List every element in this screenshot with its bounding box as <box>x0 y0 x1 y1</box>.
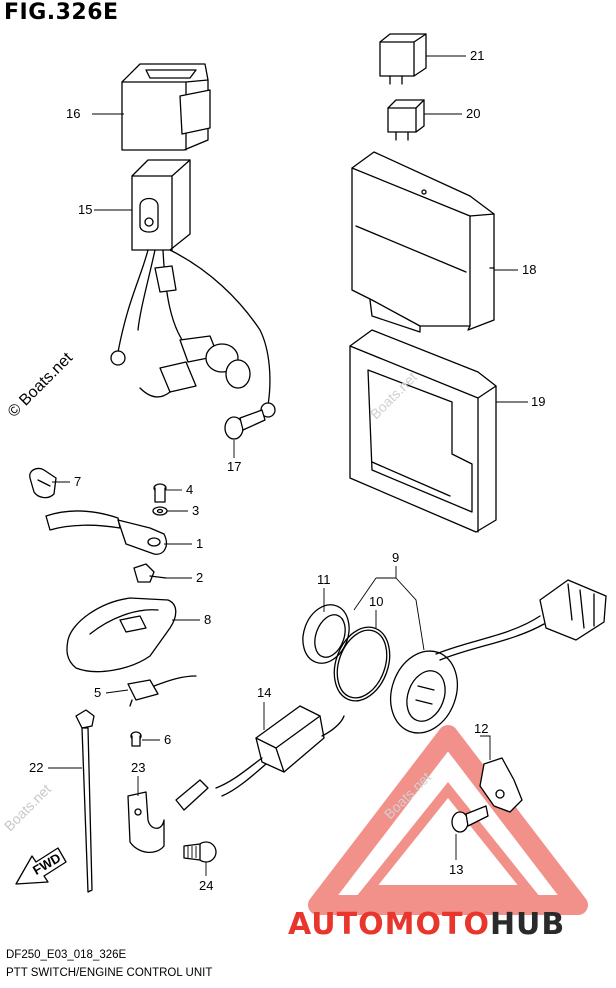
part-7-clip <box>29 467 57 499</box>
part-11-ring <box>302 604 350 664</box>
part-9-trim-switch <box>390 579 607 734</box>
callout-9: 9 <box>392 550 399 565</box>
callout-21: 21 <box>470 48 484 63</box>
part-21-relay <box>379 33 427 85</box>
part-2-screw <box>133 563 167 583</box>
part-16-cover <box>121 63 211 151</box>
watermark-faint-left: Boats.net <box>1 781 54 834</box>
fwd-arrow-icon: FWD <box>15 847 67 885</box>
callout-1: 1 <box>196 536 203 551</box>
callout-8: 8 <box>204 612 211 627</box>
callout-23: 23 <box>131 760 145 775</box>
part-8-panel <box>66 597 177 673</box>
part-23-clamp <box>127 791 165 853</box>
callout-19: 19 <box>531 394 545 409</box>
logo-text-dark: HUB <box>490 907 565 942</box>
part-22-cable-tie <box>75 709 95 893</box>
figure-title: FIG.326E <box>4 0 119 25</box>
watermark-main: © Boats.net <box>5 349 77 421</box>
callout-10: 10 <box>369 594 383 609</box>
callout-20: 20 <box>466 106 480 121</box>
part-4-screw <box>153 483 167 503</box>
part-1-ptt-switch <box>45 510 168 555</box>
callout-13: 13 <box>449 862 463 877</box>
callout-6: 6 <box>164 732 171 747</box>
callout-12: 12 <box>474 721 488 736</box>
watermark-triangle <box>308 725 588 915</box>
callout-24: 24 <box>199 878 213 893</box>
part-24-bolt <box>183 841 217 863</box>
callout-15: 15 <box>78 202 92 217</box>
callout-3: 3 <box>192 503 199 518</box>
logo-text-red: AUTOMOTO <box>288 907 490 942</box>
part-17-bolt <box>224 409 266 440</box>
callout-5: 5 <box>94 685 101 700</box>
part-18-ecu <box>351 151 495 333</box>
svg-text:AUTOMOTOHUB: AUTOMOTOHUB <box>288 907 565 942</box>
part-14-harness <box>175 705 345 811</box>
model-code: DF250_E03_018_326E <box>6 949 127 961</box>
part-15-harness <box>110 159 276 418</box>
callout-7: 7 <box>74 474 81 489</box>
callout-2: 2 <box>196 570 203 585</box>
part-13-screw <box>451 805 489 833</box>
leader-lines <box>48 55 528 876</box>
callout-4: 4 <box>186 482 193 497</box>
callout-11: 11 <box>317 572 331 587</box>
figure-caption: PTT SWITCH/ENGINE CONTROL UNIT <box>6 967 213 979</box>
part-20-relay <box>387 99 425 141</box>
part-3-washer <box>152 506 168 516</box>
part-19-case <box>349 329 497 533</box>
callout-17: 17 <box>227 459 241 474</box>
part-6-screw <box>130 731 142 747</box>
callout-14: 14 <box>257 685 271 700</box>
callout-16: 16 <box>66 106 80 121</box>
part-12-sensor <box>479 757 523 813</box>
callout-18: 18 <box>522 262 536 277</box>
callout-numbers: 16 15 17 21 20 18 19 7 4 3 1 2 8 5 6 22 … <box>29 48 545 893</box>
part-10-oring <box>333 626 391 702</box>
callout-22: 22 <box>29 760 43 775</box>
part-5-switch <box>127 675 197 707</box>
automotohub-logo: AUTOMOTOHUB <box>288 907 565 942</box>
